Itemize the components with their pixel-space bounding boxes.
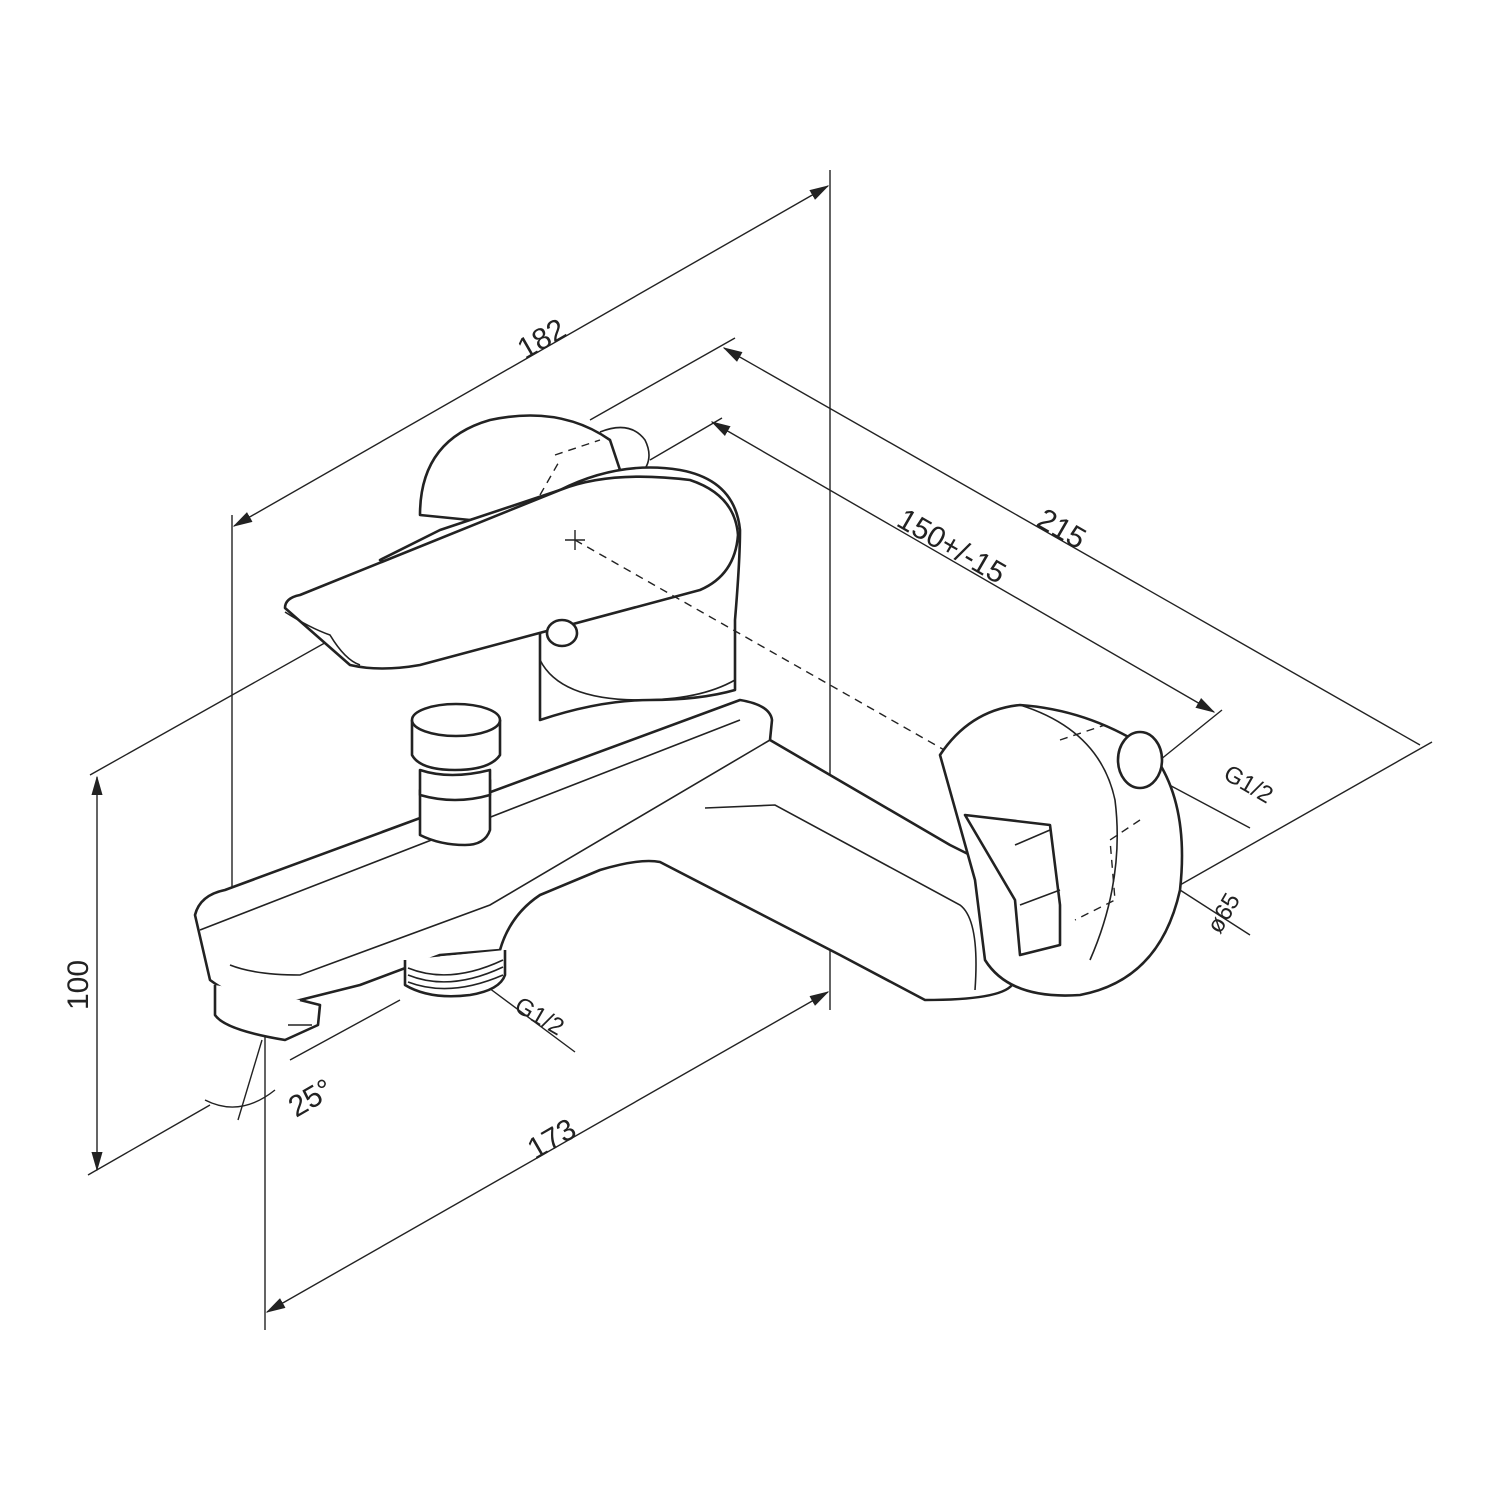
dim-182-line — [232, 185, 830, 527]
label-215: 215 — [1032, 502, 1092, 556]
leader-g12-wall — [1159, 779, 1251, 829]
label-d65: ø65 — [1202, 889, 1246, 938]
spout-thread — [403, 950, 507, 998]
faucet-body — [193, 414, 1184, 1042]
leader-d65 — [1179, 889, 1251, 936]
dimension-lines — [91, 185, 1421, 1313]
label-100: 100 — [62, 960, 95, 1010]
leader-g12-spout — [484, 984, 576, 1053]
label-g12-spout: G1/2 — [510, 992, 569, 1041]
dim-150-line — [710, 421, 1216, 713]
dim-25-arc — [204, 1089, 276, 1108]
label-182: 182 — [512, 312, 572, 366]
label-150: 150+/-15 — [892, 502, 1012, 590]
dim-173-line — [265, 991, 830, 1313]
label-25deg: 25° — [283, 1073, 339, 1124]
label-g12-wall: G1/2 — [1219, 760, 1278, 809]
diverter-knob — [410, 702, 502, 847]
label-173: 173 — [522, 1112, 582, 1166]
wall-flange — [938, 703, 1184, 997]
